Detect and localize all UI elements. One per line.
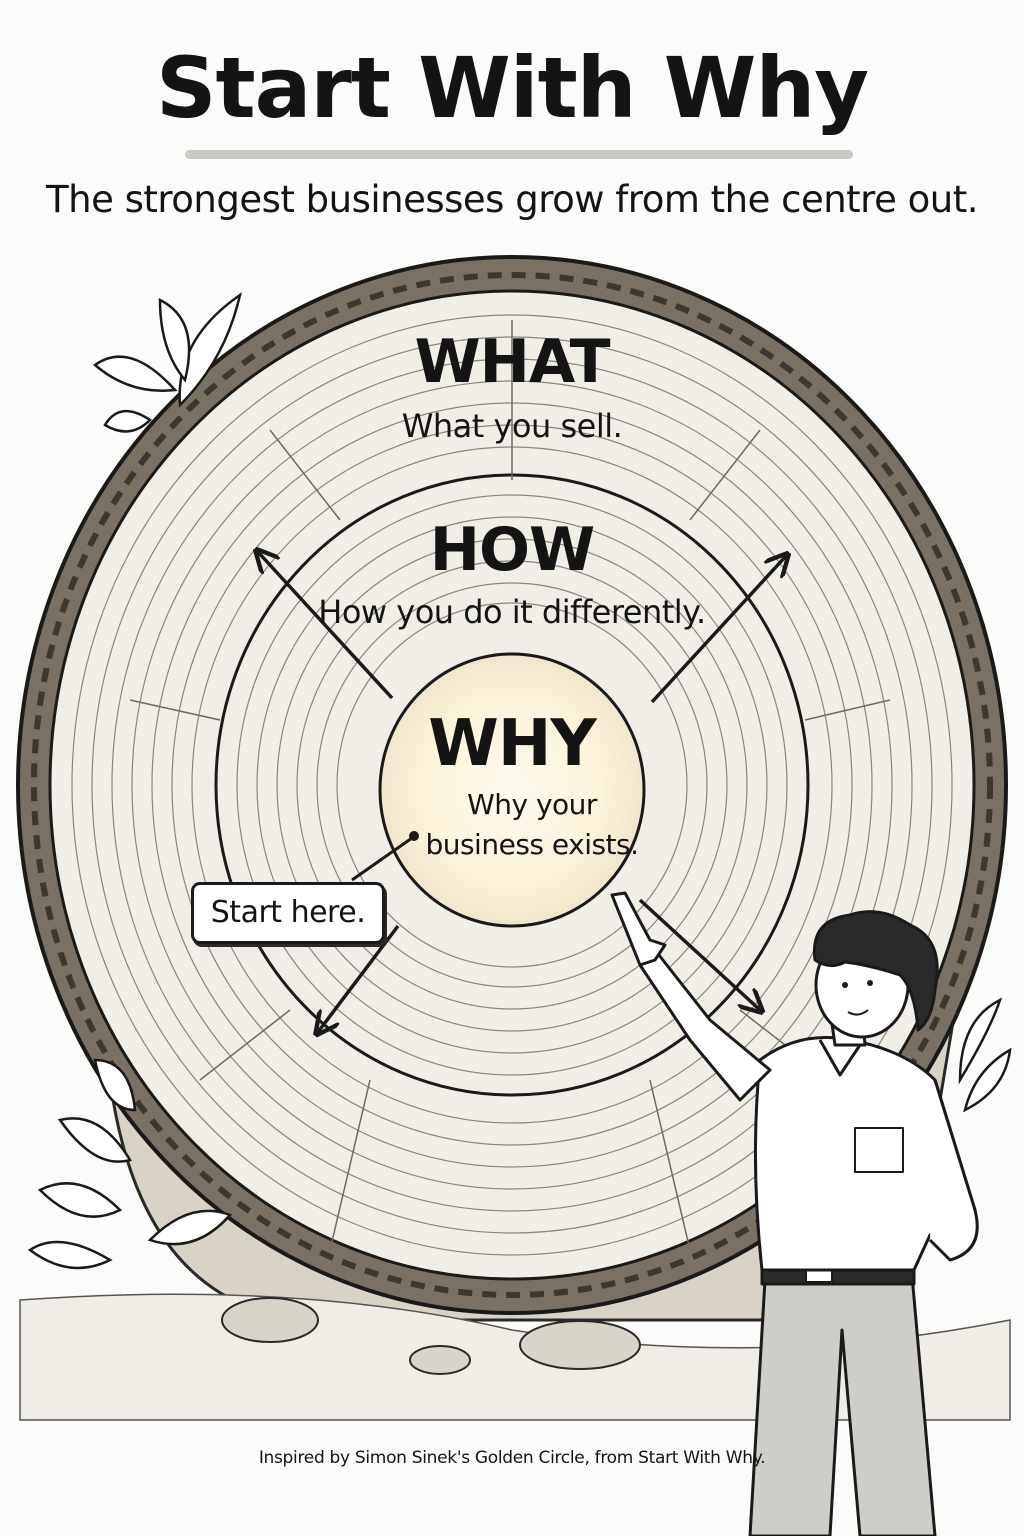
person-illustration [610, 891, 979, 1536]
page-title: Start With Why [155, 39, 869, 137]
leaves-right [958, 997, 1012, 1113]
how-description: How you do it differently. [318, 593, 706, 631]
title-underline [185, 150, 853, 159]
why-label: WHY [428, 707, 597, 781]
rock [409, 1345, 471, 1375]
page-subtitle: The strongest businesses grow from the c… [46, 178, 978, 221]
arrow-down-right [638, 898, 760, 1010]
rock [519, 1320, 641, 1370]
why-description-line1: Why your [467, 788, 597, 821]
growth-arrows [258, 552, 786, 1032]
rock [221, 1297, 319, 1343]
start-here-callout: Start here. [191, 882, 385, 944]
why-description-line2: business exists. [425, 828, 639, 861]
attribution-footer: Inspired by Simon Sinek's Golden Circle,… [258, 1448, 766, 1468]
arrow-up-right [650, 556, 786, 704]
leaves-bottom-left [27, 1058, 233, 1270]
what-label: WHAT [414, 327, 610, 397]
how-label: HOW [429, 515, 595, 585]
why-core [378, 652, 646, 928]
callout-pointer [351, 836, 413, 882]
what-description: What you sell. [401, 407, 623, 445]
arrow-down-left [318, 924, 400, 1032]
leaves-top-left [92, 292, 242, 433]
arrow-up-left [258, 552, 394, 700]
